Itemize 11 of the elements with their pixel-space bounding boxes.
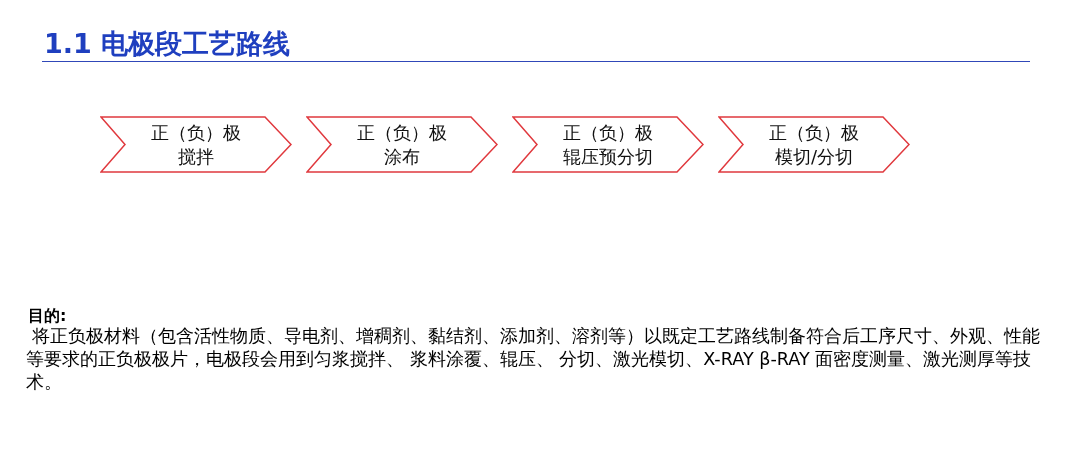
step-label: 正（负）极辊压预分切 — [562, 120, 654, 169]
slide-title: 1.1 电极段工艺路线 — [44, 27, 291, 61]
step-label: 正（负）极涂布 — [356, 120, 448, 169]
process-step — [100, 116, 292, 173]
process-step — [306, 116, 498, 173]
process-step — [718, 116, 910, 173]
step-label: 正（负）极搅拌 — [150, 120, 242, 169]
step-label: 正（负）极模切/分切 — [768, 120, 860, 169]
purpose-heading: 目的: — [28, 306, 67, 327]
description-paragraph: 将正负极材料（包含活性物质、导电剂、增稠剂、黏结剂、添加剂、溶剂等）以既定工艺路线制备符合后工序尺寸、外观、性能等要求的正负极极片，电极段会用到匀浆搅拌、 浆料涂覆、辊压、 分切、激光模切、X-RAY β-RAY 面密度测量、激光测厚等技术。 — [26, 325, 1041, 394]
process-step — [512, 116, 704, 173]
